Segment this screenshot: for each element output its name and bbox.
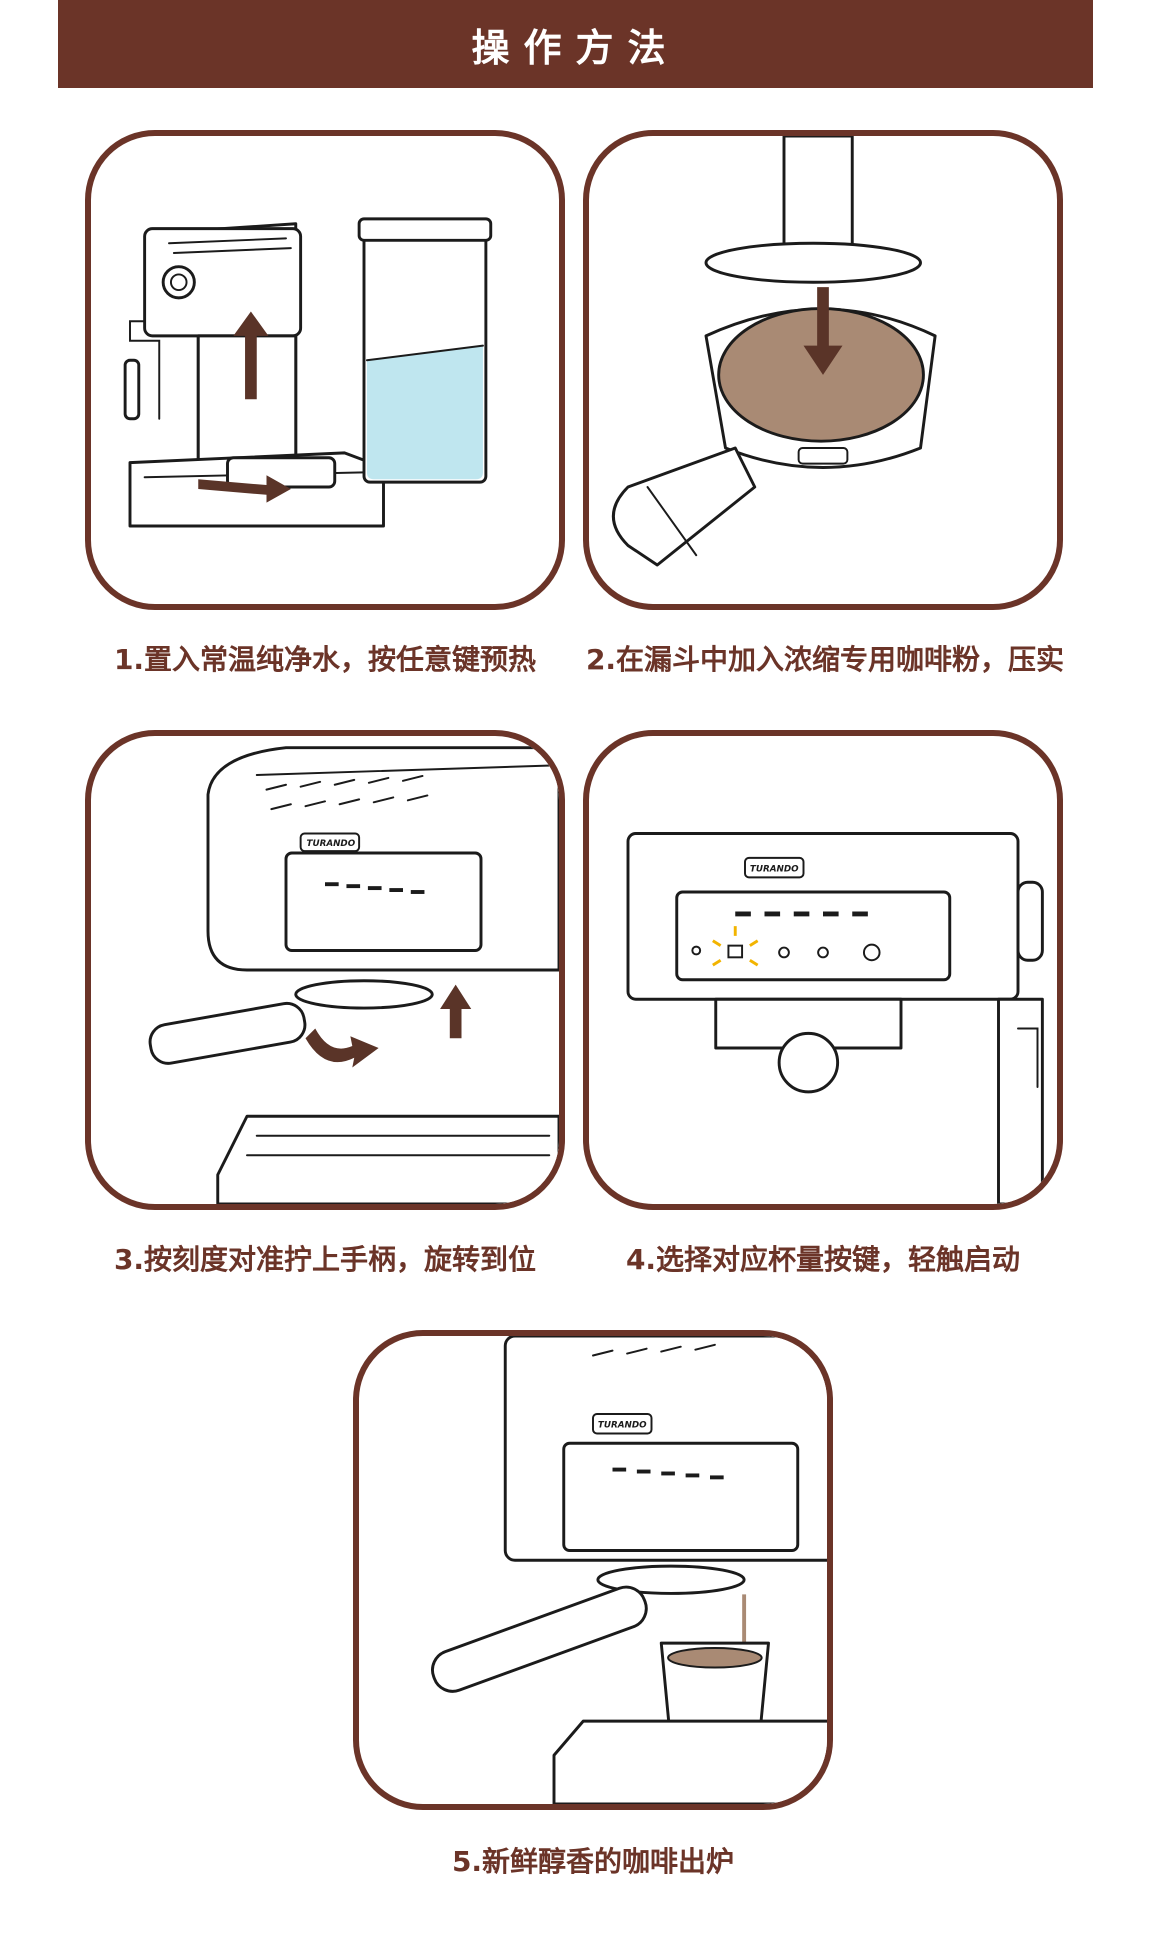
step-3-illustration: TURANDO [85, 730, 565, 1210]
coffee-in-cup [667, 1647, 763, 1669]
up-arrow-icon [440, 984, 472, 1039]
page-title-banner: 操作方法 [58, 0, 1093, 88]
step-5-caption: 5.新鲜醇香的咖啡出炉 [451, 1845, 735, 1878]
rotate-arrow-icon [305, 1028, 379, 1068]
step-1-illustration [85, 130, 565, 610]
up-arrow-icon [233, 311, 269, 400]
portafilter-tamp-drawing [612, 136, 937, 567]
step-5-illustration: TURANDO [353, 1330, 833, 1810]
cup-button-glow-icon[interactable] [712, 926, 759, 967]
attach-handle-drawing: TURANDO [148, 746, 559, 1204]
water-fill [366, 345, 483, 480]
brand-logo-text: TURANDO [598, 1421, 647, 1431]
step-4-caption: 4.选择对应杯量按键，轻触启动 [625, 1243, 1021, 1276]
right-arrow-icon [198, 475, 291, 503]
step-2-illustration [583, 130, 1063, 610]
step-3-caption: 3.按刻度对准拧上手柄，旋转到位 [113, 1243, 537, 1276]
page-title: 操作方法 [471, 25, 680, 70]
step-1-caption: 1.置入常温纯净水，按任意键预热 [113, 643, 537, 676]
brand-logo-text: TURANDO [750, 865, 799, 875]
step-2-caption: 2.在漏斗中加入浓缩专用咖啡粉，压实 [585, 643, 1065, 676]
coffee-cup-drawing: TURANDO [431, 1336, 827, 1804]
brand-logo-text: TURANDO [306, 839, 355, 849]
down-arrow-icon [803, 287, 843, 375]
control-panel-drawing: TURANDO [626, 832, 1044, 1204]
step-4-illustration: TURANDO [583, 730, 1063, 1210]
machine-water-tank-drawing [123, 217, 493, 528]
